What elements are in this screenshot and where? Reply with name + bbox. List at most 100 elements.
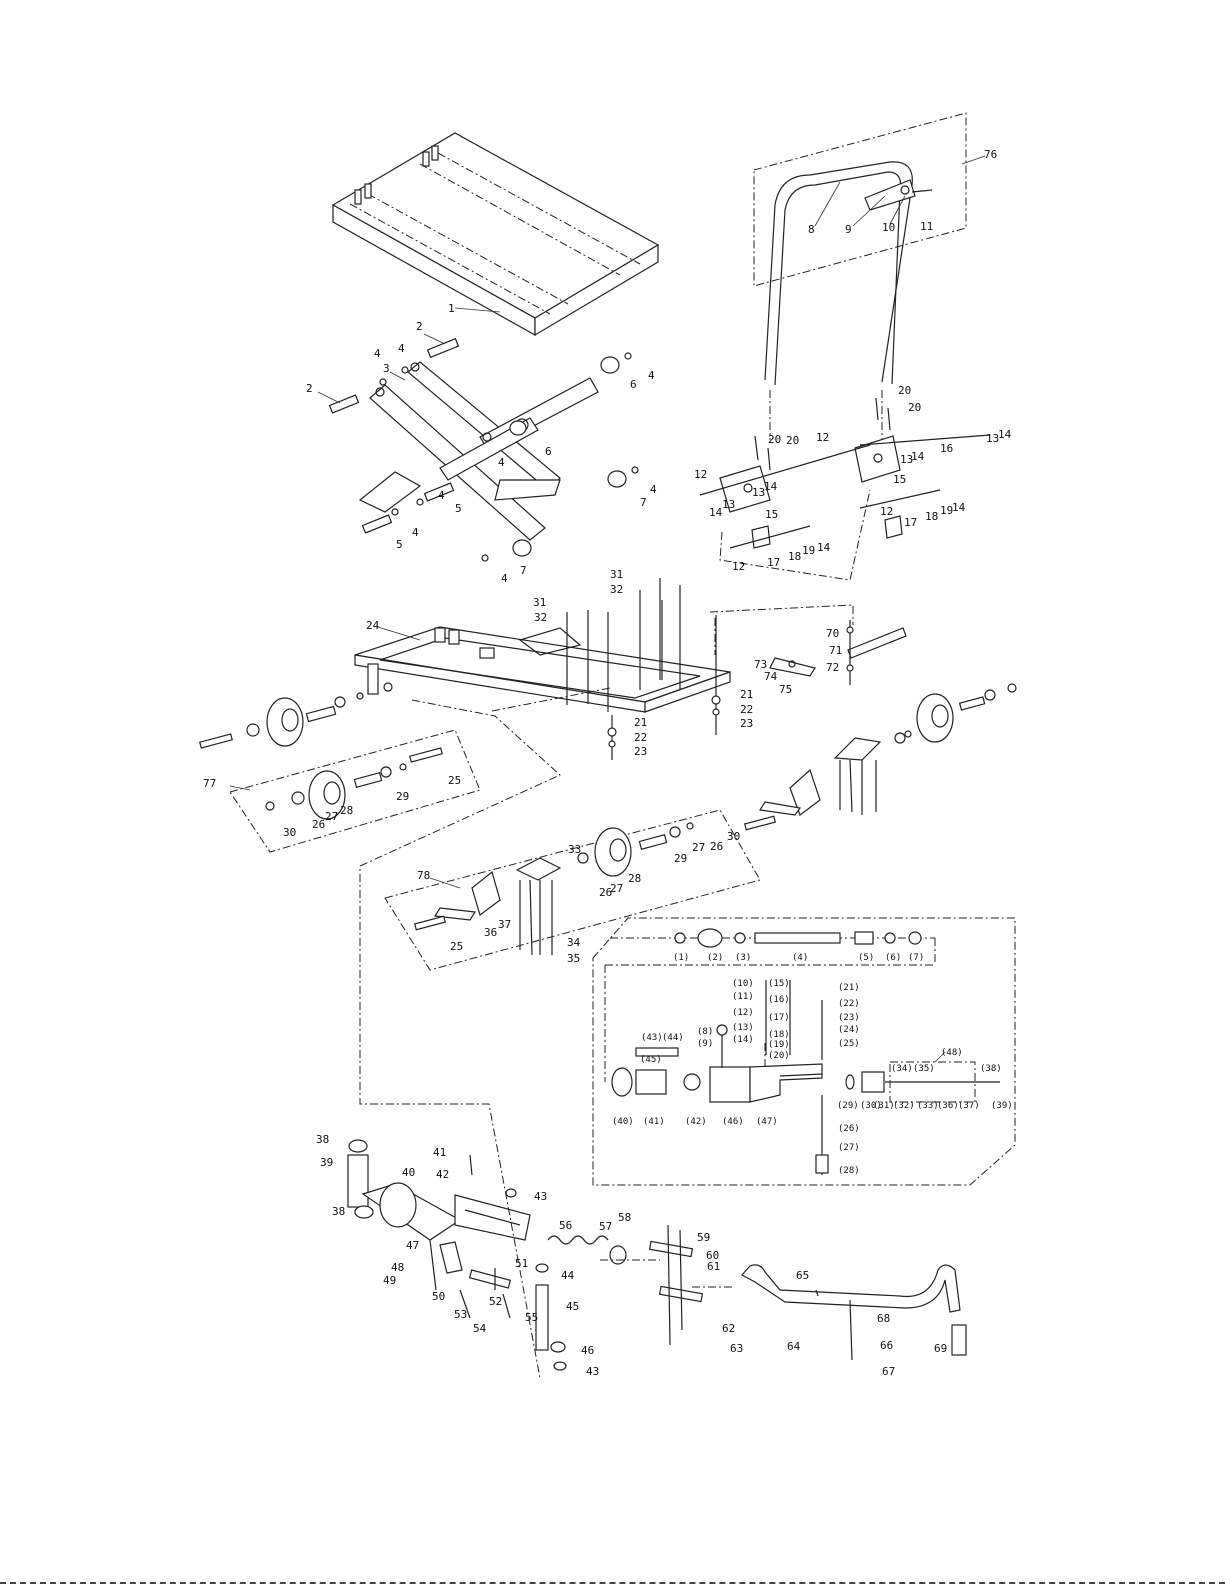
callout-12: 12 xyxy=(880,505,893,518)
hydraulic-cylinder xyxy=(347,1139,627,1371)
scissor-arm-assembly xyxy=(358,361,599,541)
callout-13: 13 xyxy=(752,486,765,499)
callout-21: 21 xyxy=(634,716,647,729)
pump-callout-16: (16) xyxy=(768,995,790,1005)
pump-callout-1: (1) xyxy=(673,953,689,963)
callout-24: 24 xyxy=(366,619,380,632)
pump-callout-39: (39) xyxy=(991,1101,1013,1111)
callout-14: 14 xyxy=(817,541,831,554)
pump-callout-3: (3) xyxy=(735,953,751,963)
callout-15: 15 xyxy=(893,473,906,486)
callout-61: 61 xyxy=(707,1260,720,1273)
callout-50: 50 xyxy=(432,1290,445,1303)
callout-14: 14 xyxy=(764,480,778,493)
pump-callout-29: (29) xyxy=(837,1101,859,1111)
pump-callout-15: (15) xyxy=(768,979,790,989)
callout-59: 59 xyxy=(697,1231,710,1244)
pump-callout-labels: (1)(2)(3)(4)(5)(6)(7)(8)(9)(10)(11)(12)(… xyxy=(612,953,1013,1176)
callout-18: 18 xyxy=(788,550,801,563)
callout-38: 38 xyxy=(332,1205,345,1218)
callout-19: 19 xyxy=(940,504,953,517)
base-frame xyxy=(354,626,731,713)
callout-26: 26 xyxy=(710,840,723,853)
left-front-wheel xyxy=(199,682,393,749)
pump-components xyxy=(604,928,1000,1175)
callout-15: 15 xyxy=(765,508,778,521)
callout-9: 9 xyxy=(845,223,852,236)
pump-callout-36: (36) xyxy=(937,1101,959,1111)
pump-callout-13: (13) xyxy=(732,1023,754,1033)
pump-callout-31: (31) xyxy=(873,1101,895,1111)
pump-callout-7: (7) xyxy=(908,953,924,963)
callout-17: 17 xyxy=(767,556,780,569)
callout-4: 4 xyxy=(648,369,655,382)
callout-74: 74 xyxy=(764,670,778,683)
callout-22: 22 xyxy=(634,731,647,744)
callout-41: 41 xyxy=(433,1146,446,1159)
callout-7: 7 xyxy=(640,496,647,509)
pump-callout-4: (4) xyxy=(792,953,808,963)
pump-callout-11: (11) xyxy=(732,992,754,1002)
callout-13: 13 xyxy=(722,498,735,511)
callout-4: 4 xyxy=(398,342,405,355)
callout-4: 4 xyxy=(501,572,508,585)
pump-callout-33: (33) xyxy=(917,1101,939,1111)
callout-63: 63 xyxy=(730,1342,743,1355)
callout-23: 23 xyxy=(740,717,753,730)
scissor-pins-bushings xyxy=(328,337,639,562)
pump-callout-6: (6) xyxy=(885,953,901,963)
pump-callout-12: (12) xyxy=(732,1008,754,1018)
pump-callout-48: (48) xyxy=(941,1048,963,1058)
callout-6: 6 xyxy=(630,378,637,391)
callout-16: 16 xyxy=(940,442,953,455)
caster-kit xyxy=(413,822,694,956)
callout-69: 69 xyxy=(934,1342,947,1355)
pump-callout-28: (28) xyxy=(838,1166,860,1176)
callout-25: 25 xyxy=(448,774,461,787)
callout-66: 66 xyxy=(880,1339,893,1352)
callout-30: 30 xyxy=(283,826,296,839)
callout-72: 72 xyxy=(826,661,839,674)
pump-callout-8: (8) xyxy=(697,1027,713,1037)
callout-13: 13 xyxy=(986,432,999,445)
pump-callout-24: (24) xyxy=(838,1025,860,1035)
pump-callout-35: (35) xyxy=(913,1064,935,1074)
pump-callout-41: (41) xyxy=(643,1117,665,1127)
pump-callout-30: (30) xyxy=(860,1101,882,1111)
right-caster-wheel xyxy=(743,683,1017,831)
pump-callout-19: (19) xyxy=(768,1040,790,1050)
callout-2: 2 xyxy=(306,382,313,395)
callout-27: 27 xyxy=(325,810,338,823)
callout-23: 23 xyxy=(634,745,647,758)
callout-29: 29 xyxy=(396,790,409,803)
pump-callout-37: (37) xyxy=(958,1101,980,1111)
callout-52: 52 xyxy=(489,1295,502,1308)
callout-17: 17 xyxy=(904,516,917,529)
callout-54: 54 xyxy=(473,1322,487,1335)
callout-47: 47 xyxy=(406,1239,419,1252)
callout-68: 68 xyxy=(877,1312,890,1325)
foot-pedal-assembly xyxy=(648,1224,967,1361)
callout-1: 1 xyxy=(448,302,455,315)
pump-detail-box xyxy=(592,917,1016,1186)
pump-callout-26: (26) xyxy=(838,1124,860,1134)
callout-14: 14 xyxy=(709,506,723,519)
callout-43: 43 xyxy=(534,1190,547,1203)
callout-28: 28 xyxy=(340,804,353,817)
callout-33: 33 xyxy=(568,843,581,856)
pump-callout-17: (17) xyxy=(768,1013,790,1023)
callout-53: 53 xyxy=(454,1308,467,1321)
callout-65: 65 xyxy=(796,1269,809,1282)
callout-26: 26 xyxy=(312,818,325,831)
callout-13: 13 xyxy=(900,453,913,466)
table-top-platform xyxy=(331,132,660,337)
callout-31: 31 xyxy=(610,568,623,581)
callout-18: 18 xyxy=(925,510,938,523)
callout-19: 19 xyxy=(802,544,815,557)
callout-42: 42 xyxy=(436,1168,449,1181)
pump-callout-34: (34) xyxy=(891,1064,913,1074)
pump-callout-27: (27) xyxy=(838,1143,860,1153)
callout-11: 11 xyxy=(920,220,933,233)
